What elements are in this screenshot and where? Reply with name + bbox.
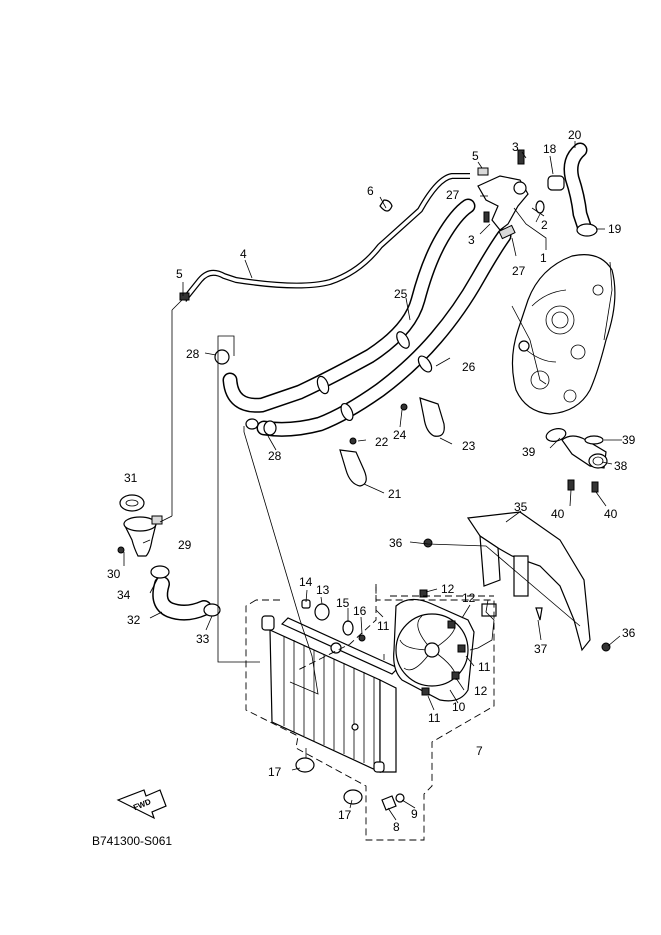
callout-3-bottom: 3	[468, 233, 475, 247]
clamp-28	[214, 349, 277, 436]
callout-12-top: 12	[441, 582, 455, 596]
clamp-5-left	[179, 292, 190, 301]
callout-10: 10	[452, 700, 466, 714]
callout-11-left: 11	[377, 619, 390, 633]
callout-22: 22	[375, 435, 389, 449]
callout-39-left: 39	[522, 445, 536, 459]
callout-39-right: 39	[622, 433, 636, 447]
callout-8: 8	[393, 820, 400, 834]
callout-9: 9	[411, 807, 418, 821]
callout-26: 26	[462, 360, 476, 374]
hose-20	[563, 142, 592, 234]
callout-6: 6	[367, 184, 374, 198]
callout-5-left: 5	[176, 267, 183, 281]
callout-36-right: 36	[622, 626, 636, 640]
crankcase-cover	[511, 254, 616, 415]
callout-11-right: 11	[478, 660, 491, 674]
filler-neck-29	[123, 515, 163, 557]
hose-26	[256, 228, 512, 437]
callout-15: 15	[336, 596, 350, 610]
callout-31: 31	[124, 471, 138, 485]
diagram-code: B741300-S061	[92, 834, 172, 848]
callout-3-top: 3	[512, 140, 519, 154]
callout-36-left: 36	[389, 536, 403, 550]
callout-33: 33	[196, 632, 210, 646]
callout-2: 2	[541, 218, 548, 232]
callout-4: 4	[240, 247, 247, 261]
callout-5-top: 5	[472, 149, 479, 163]
hose-4	[181, 173, 470, 302]
callout-20: 20	[568, 128, 582, 142]
callout-40-left: 40	[551, 507, 565, 521]
callout-38: 38	[614, 459, 628, 473]
callout-32: 32	[127, 613, 141, 627]
callout-21: 21	[388, 487, 402, 501]
callout-37: 37	[534, 642, 548, 656]
radiator-cap-31	[119, 494, 145, 512]
fwd-arrow-icon: FWD	[116, 789, 167, 820]
callout-27-bottom: 27	[512, 264, 526, 278]
callout-13: 13	[316, 583, 330, 597]
callout-17-left: 17	[268, 765, 282, 779]
callout-12-mid: 12	[462, 591, 476, 605]
radiator-core	[261, 615, 400, 773]
callout-16: 16	[353, 604, 367, 618]
bracket-23	[400, 397, 445, 437]
callout-19: 19	[608, 222, 622, 236]
callout-12-bottom: 12	[474, 684, 488, 698]
screw-30	[117, 546, 125, 554]
callout-28-left: 28	[186, 347, 200, 361]
hose-25	[222, 198, 476, 413]
clamp-34	[150, 565, 170, 579]
side-cover-35	[423, 511, 611, 652]
callout-40-right: 40	[604, 507, 618, 521]
leader-lines	[123, 141, 622, 821]
callout-7: 7	[476, 744, 483, 758]
callout-18: 18	[543, 142, 557, 156]
callout-17-bottom: 17	[338, 808, 352, 822]
callout-23: 23	[462, 439, 476, 453]
callout-24: 24	[393, 428, 407, 442]
hose-32	[152, 576, 212, 621]
water-pipe-38	[545, 428, 608, 493]
callout-34: 34	[117, 588, 131, 602]
callout-11-bottom: 11	[428, 711, 441, 725]
callout-35: 35	[514, 500, 528, 514]
callout-labels: 1 2 3 3 4 5 5 6 7 8 9 10 11 11 11 12 12 …	[107, 128, 636, 834]
callout-14: 14	[299, 575, 313, 589]
bracket-21	[339, 437, 367, 487]
cooling-fan	[393, 589, 497, 702]
callout-27-top: 27	[446, 188, 460, 202]
thermostat-housing	[379, 149, 598, 240]
callout-25: 25	[394, 287, 408, 301]
callout-28-bottom: 28	[268, 449, 282, 463]
callout-30: 30	[107, 567, 121, 581]
group-outlines	[245, 584, 495, 841]
callout-1: 1	[540, 251, 547, 265]
callout-29: 29	[178, 538, 192, 552]
